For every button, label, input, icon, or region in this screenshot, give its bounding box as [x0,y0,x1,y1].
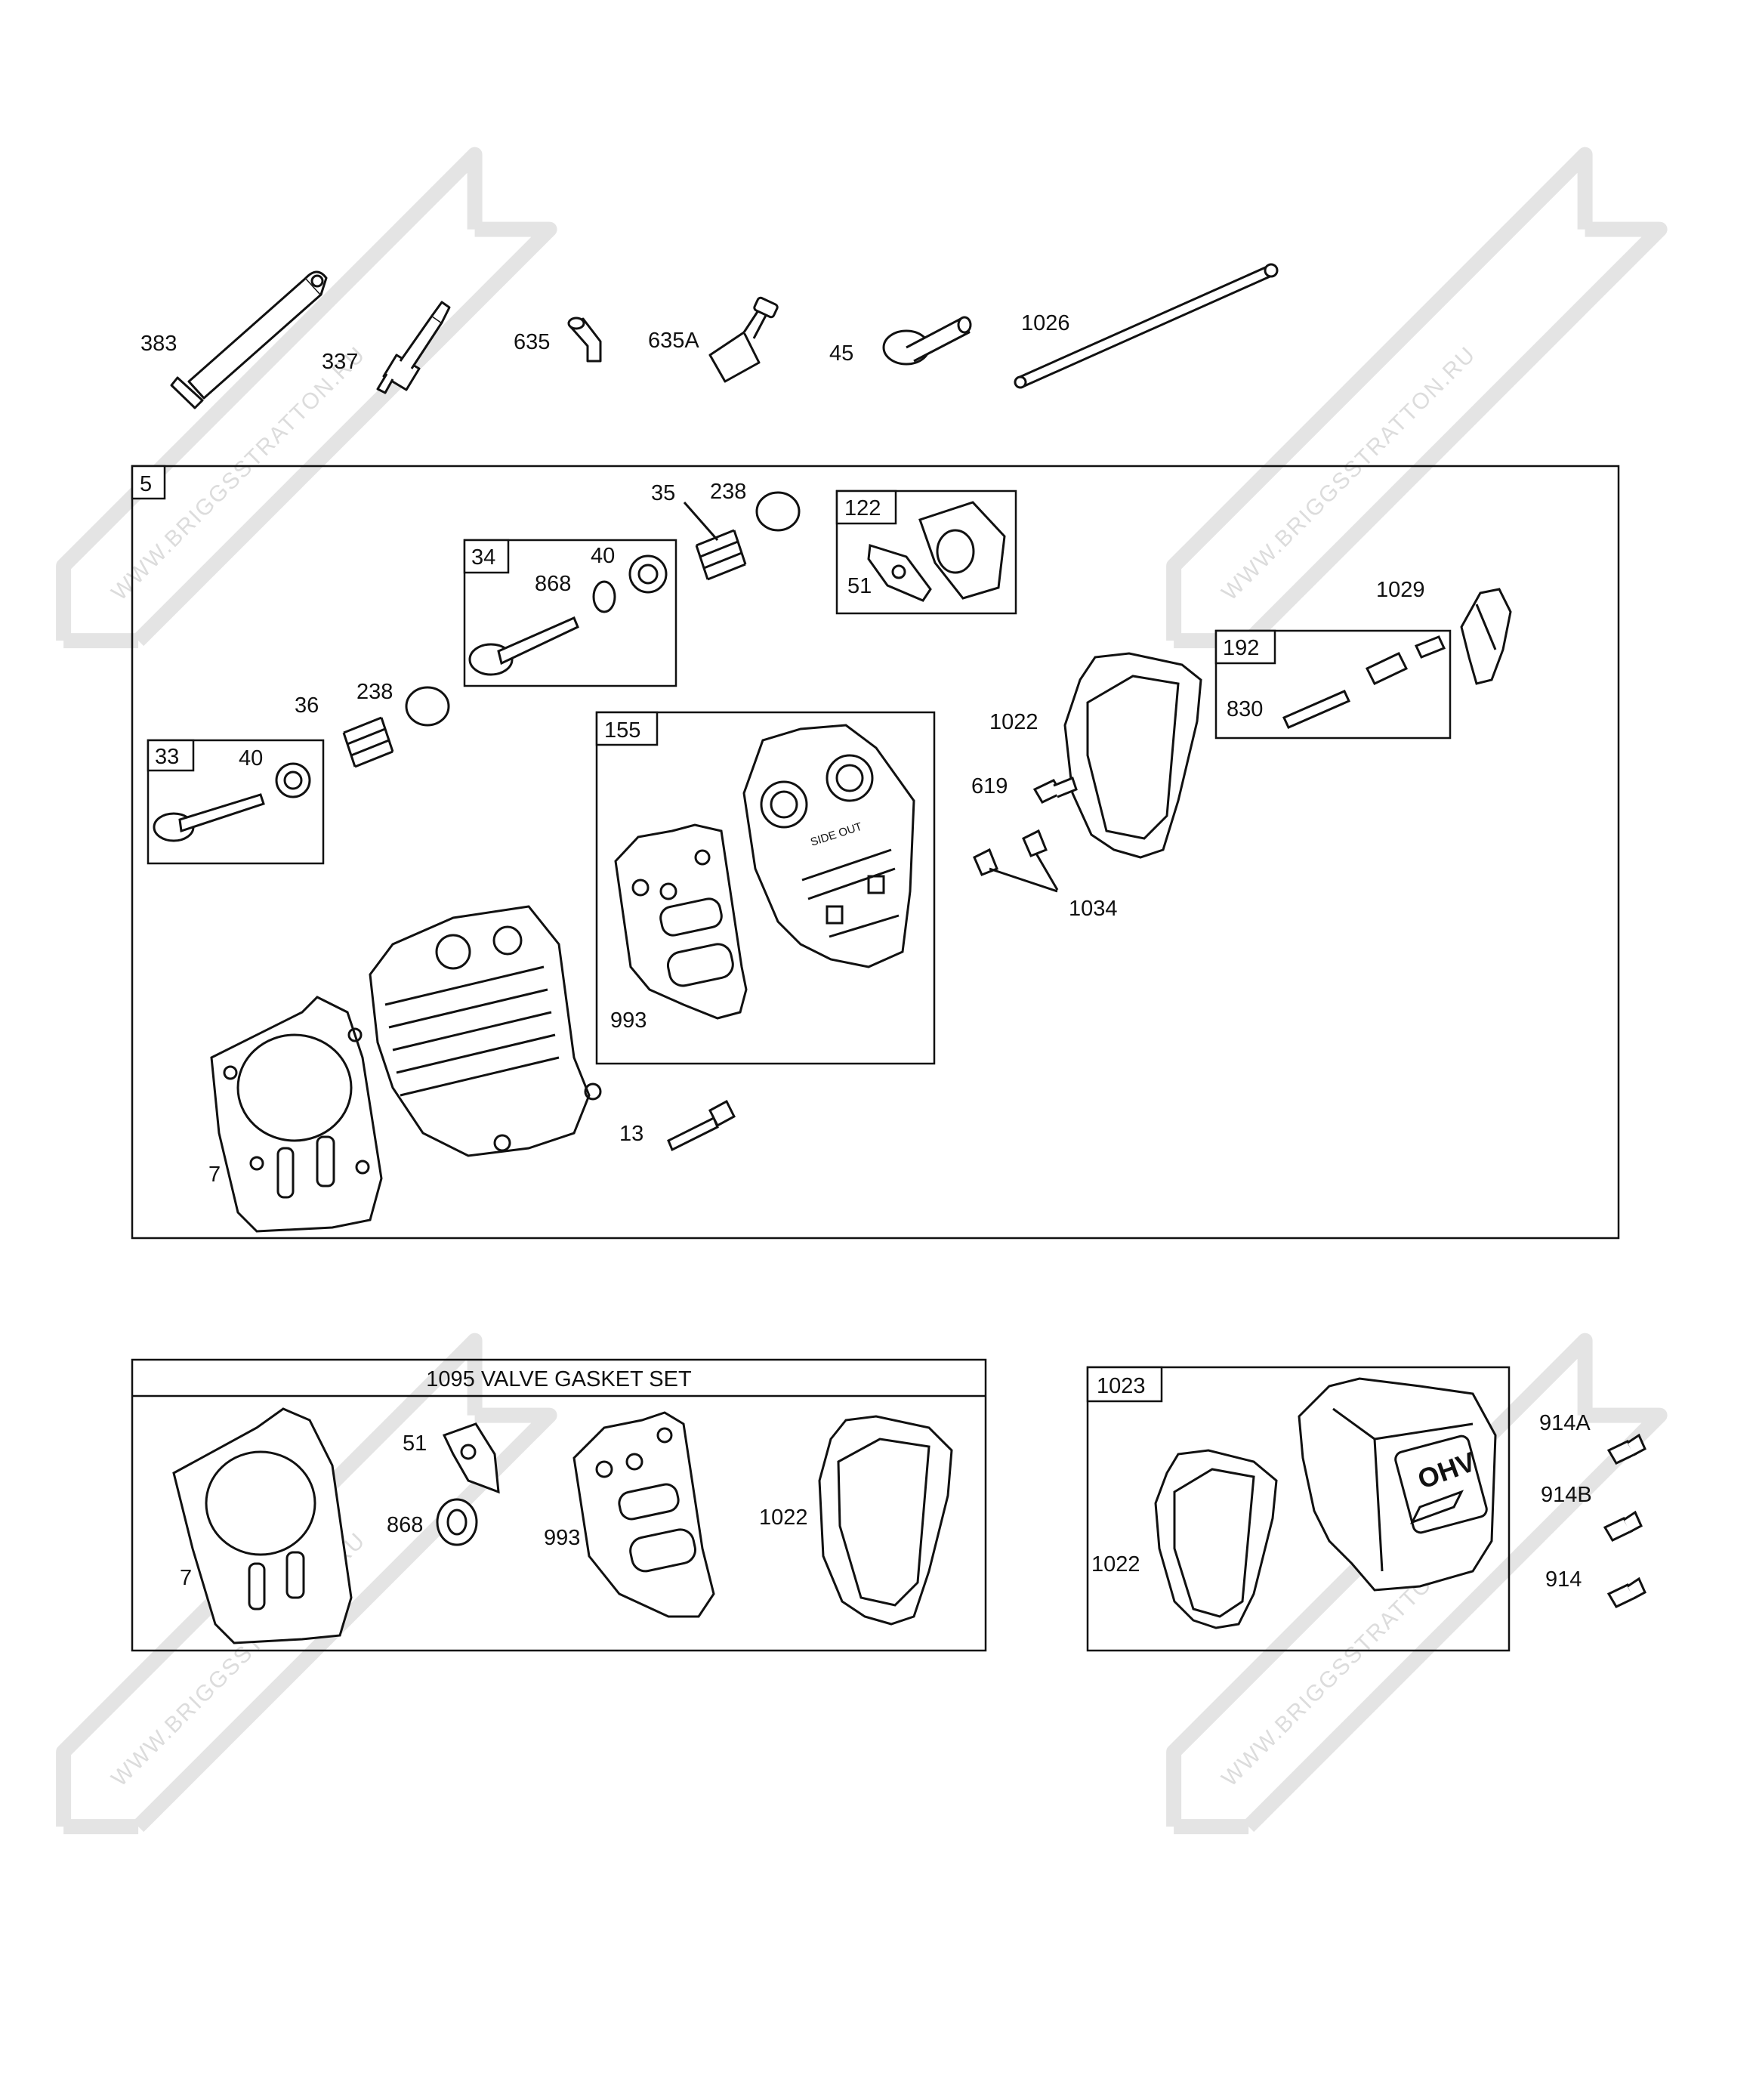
cap-238-a [405,686,450,727]
set-label-51: 51 [403,1431,427,1456]
valve-cover-1023 [1298,1377,1497,1592]
spring-labels: 36 238 35 238 [295,480,746,718]
label-635a: 635A [648,329,699,353]
rocker-arm-1029-drawing [1460,588,1512,685]
top-row-parts [170,263,1279,409]
label-35: 35 [651,481,675,505]
sub-box-155: 155 993 SIDE OUT [595,711,936,1065]
label-868-a: 868 [535,572,571,596]
main-assembly-box: 5 [131,465,1620,1240]
cover-label-1022: 1022 [1091,1552,1140,1577]
sub-box-192-number: 192 [1223,636,1259,660]
set-label-993: 993 [544,1526,580,1550]
gasket-155 [742,724,915,968]
sub-box-34: 34 868 40 [463,539,677,687]
label-7-a: 7 [208,1163,221,1187]
label-635: 635 [514,330,550,354]
label-830: 830 [1227,697,1263,721]
set-label-1022: 1022 [759,1506,808,1530]
valve-spring-cap [275,762,311,798]
set-label-7: 7 [180,1566,192,1590]
gasket-51 [867,544,932,602]
label-40-b: 40 [591,544,615,568]
cover-box-number: 1023 [1097,1374,1146,1398]
sub-box-122-number: 122 [844,496,881,520]
springs-and-caps [342,491,801,768]
sub-box-34-number: 34 [471,545,495,570]
set-head-gasket [172,1407,353,1644]
gasket-set-box: 1095 VALVE GASKET SET 7 51 868 993 1022 [131,1358,987,1652]
set-seal-868 [436,1498,478,1546]
spring-35 [696,529,746,581]
cap-238-b [755,491,801,532]
set-label-868: 868 [387,1513,423,1537]
gasket-set-title: 1095 VALVE GASKET SET [426,1367,692,1391]
label-993-a: 993 [610,1008,647,1033]
top-row-labels: 383 337 635 635A 45 1026 [140,311,1070,374]
sub-box-122: 122 51 [835,489,1017,615]
label-1026: 1026 [1021,311,1070,335]
intake-adapter [918,501,1006,600]
clip-1034-b [1022,829,1048,857]
cylinder-head-drawing [369,905,602,1157]
right-side-parts [973,652,1202,893]
sub-box-155-number: 155 [604,718,640,743]
gasket-993 [614,823,748,1020]
label-337: 337 [322,350,358,374]
label-238-b: 238 [710,480,746,504]
label-51-a: 51 [847,574,872,598]
label-13: 13 [619,1122,643,1146]
label-383: 383 [140,332,177,356]
label-619: 619 [971,774,1008,798]
valve-cover-gasket-1022 [1063,652,1202,859]
head-gasket-7-drawing [210,996,383,1233]
label-1029: 1029 [1376,578,1425,602]
label-914b: 914B [1541,1483,1592,1507]
set-gasket-993 [572,1411,715,1618]
sub-box-192: 192 830 [1214,629,1452,740]
box-number-5: 5 [140,472,152,496]
label-914a: 914A [1539,1411,1591,1435]
label-1022-a: 1022 [989,710,1038,734]
label-238-a: 238 [356,680,393,704]
label-45: 45 [829,341,853,366]
label-36: 36 [295,693,319,718]
part-383-drawing [170,270,328,409]
head-labels: 7 13 [208,1122,643,1187]
watermark-badge: WWW.BRIGGSSTRATTON.RU [56,147,557,649]
label-1034: 1034 [1069,897,1118,921]
label-914: 914 [1545,1567,1582,1592]
right-side-labels: 1022 619 1034 1029 [971,578,1425,921]
bolt-13-drawing [667,1099,736,1152]
part-45-drawing [882,316,972,366]
part-1026-drawing [1014,263,1279,389]
part-635-drawing [567,317,602,363]
label-40-a: 40 [239,746,263,771]
part-337-drawing [376,301,451,394]
valve-cover-box: 1023 1022 OHV 914A 914B 914 [1086,1366,1646,1652]
sub-box-33-number: 33 [155,745,179,769]
spring-36 [343,716,393,768]
part-635a-drawing [708,296,779,383]
sub-box-33: 33 40 [147,739,325,865]
briggs-logo-icon [1409,1490,1464,1524]
